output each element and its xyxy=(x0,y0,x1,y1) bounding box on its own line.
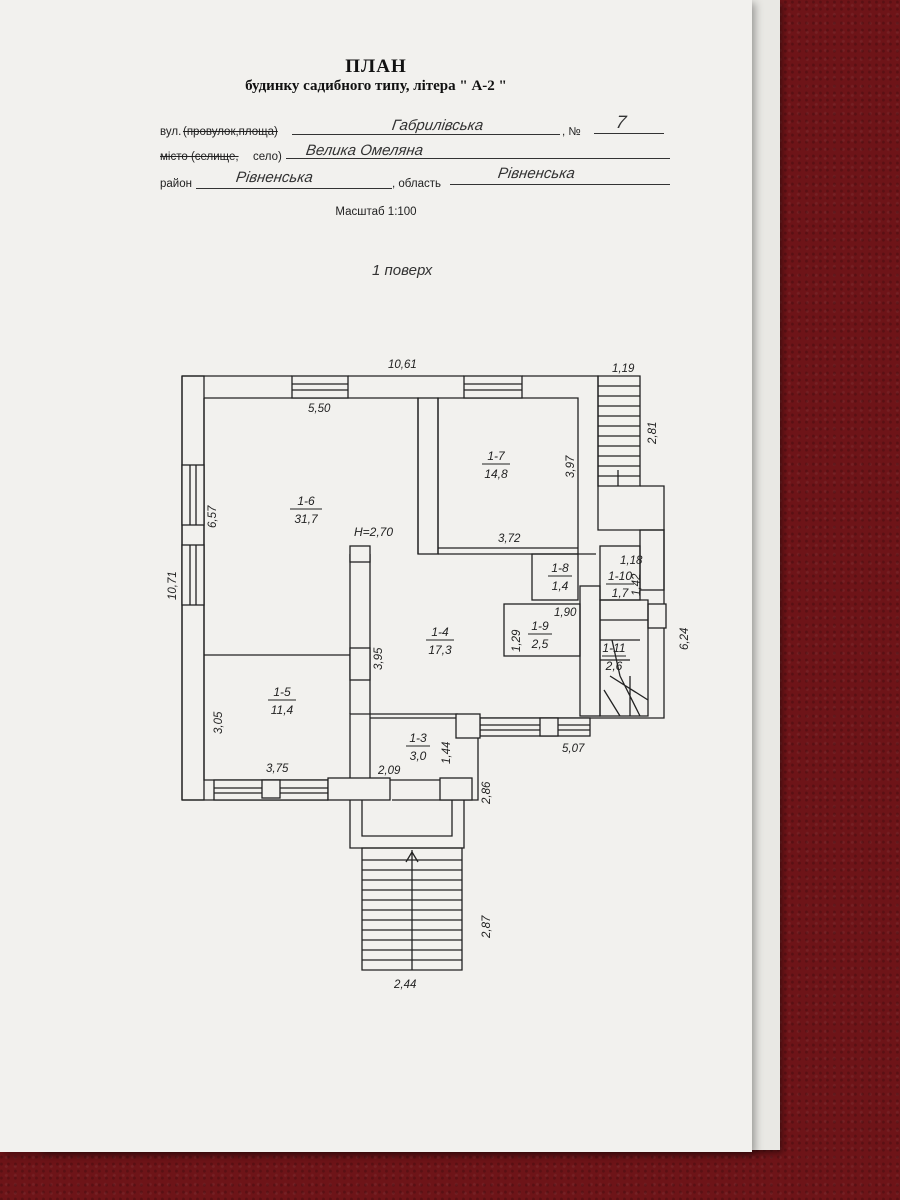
room-1-7-area: 14,8 xyxy=(484,467,508,481)
street-label: вул. xyxy=(160,126,182,138)
room-1-6-area: 31,7 xyxy=(294,512,319,526)
number-label: , № xyxy=(562,126,581,138)
dim-r15-height: 3,05 xyxy=(213,711,225,734)
room-1-6-id: 1-6 xyxy=(297,494,315,508)
dim-total-height: 10,71 xyxy=(167,571,179,600)
number-underline xyxy=(594,133,664,134)
dim-vest-width: 2,09 xyxy=(377,765,401,777)
dim-r15-width: 3,75 xyxy=(266,763,289,775)
region-label: , область xyxy=(392,178,441,190)
room-1-10-id: 1-10 xyxy=(608,569,632,583)
dim-r18-width: 1,90 xyxy=(554,607,577,619)
dim-top-room-width: 5,50 xyxy=(308,403,331,415)
dim-steps-width: 2,44 xyxy=(393,979,416,991)
dim-right-height: 6,24 xyxy=(679,628,691,650)
plan-subtitle: будинку садибного типу, літера " А-2 " xyxy=(245,78,507,94)
room-1-3-id: 1-3 xyxy=(409,731,427,745)
scale-label: Масштаб 1:100 xyxy=(335,206,417,218)
street-struck-label: (провулок,площа) xyxy=(183,126,278,138)
ceiling-height: H=2,70 xyxy=(354,525,393,539)
window-left-upper xyxy=(181,464,205,526)
plan-title: ПЛАН xyxy=(345,56,407,77)
street-underline xyxy=(292,134,560,135)
front-porch xyxy=(349,800,465,849)
room-1-11-area: 2,6 xyxy=(605,659,623,673)
dim-hall-height: 3,95 xyxy=(373,647,385,670)
room-1-5-id: 1-5 xyxy=(273,685,291,699)
dim-steps-length: 2,87 xyxy=(481,915,493,939)
room-1-9-area: 2,5 xyxy=(531,637,549,651)
dim-r19-height: 1,29 xyxy=(511,629,523,652)
dim-total-width: 10,61 xyxy=(388,359,417,371)
room-1-4-id: 1-4 xyxy=(431,625,449,639)
dim-r17-height: 3,97 xyxy=(565,455,577,478)
window-right-bottom xyxy=(479,717,591,737)
exterior-stair-top xyxy=(597,375,641,487)
room-1-11-id: 1-11 xyxy=(602,641,625,655)
dim-r17-width: 3,72 xyxy=(498,533,521,545)
window-top-right xyxy=(463,375,523,399)
interior-stair xyxy=(599,599,649,717)
floor-plan: 1-6 31,7 1-7 14,8 1-8 1,4 1-9 2,5 1-10 1… xyxy=(167,359,691,991)
dim-left-room-height: 6,57 xyxy=(207,505,219,528)
city-underline xyxy=(286,158,670,159)
dim-r110-height: 1,42 xyxy=(631,573,643,596)
room-1-7-id: 1-7 xyxy=(487,449,506,463)
window-top-left xyxy=(291,375,349,399)
floor-label: 1 поверх xyxy=(372,262,433,279)
dim-vest-height: 1,44 xyxy=(441,742,453,764)
dim-stair-length: 2,81 xyxy=(647,422,659,445)
front-steps xyxy=(361,847,463,971)
window-left-lower xyxy=(181,544,205,606)
room-1-4-area: 17,3 xyxy=(428,643,452,657)
room-1-8-id: 1-8 xyxy=(551,561,569,575)
room-1-8-outline xyxy=(531,553,579,601)
district-underline xyxy=(196,188,392,189)
city-label: село) xyxy=(253,151,282,163)
dim-stair-width: 1,19 xyxy=(612,363,635,375)
room-1-9-id: 1-9 xyxy=(531,619,549,633)
room-1-5-area: 11,4 xyxy=(271,703,294,717)
city-struck-label: місто (селище, xyxy=(160,151,239,163)
room-1-8-area: 1,4 xyxy=(552,579,569,593)
dim-porch-height: 2,86 xyxy=(481,781,493,805)
room-1-3-area: 3,0 xyxy=(410,749,427,763)
dim-r110-width: 1,18 xyxy=(620,555,643,567)
region-underline xyxy=(450,184,670,185)
dim-right-bottom-width: 5,07 xyxy=(562,743,585,755)
room-1-10-area: 1,7 xyxy=(612,586,630,600)
district-label: район xyxy=(160,178,192,190)
document-page: ПЛАН будинку садибного типу, літера " А-… xyxy=(0,0,752,1152)
